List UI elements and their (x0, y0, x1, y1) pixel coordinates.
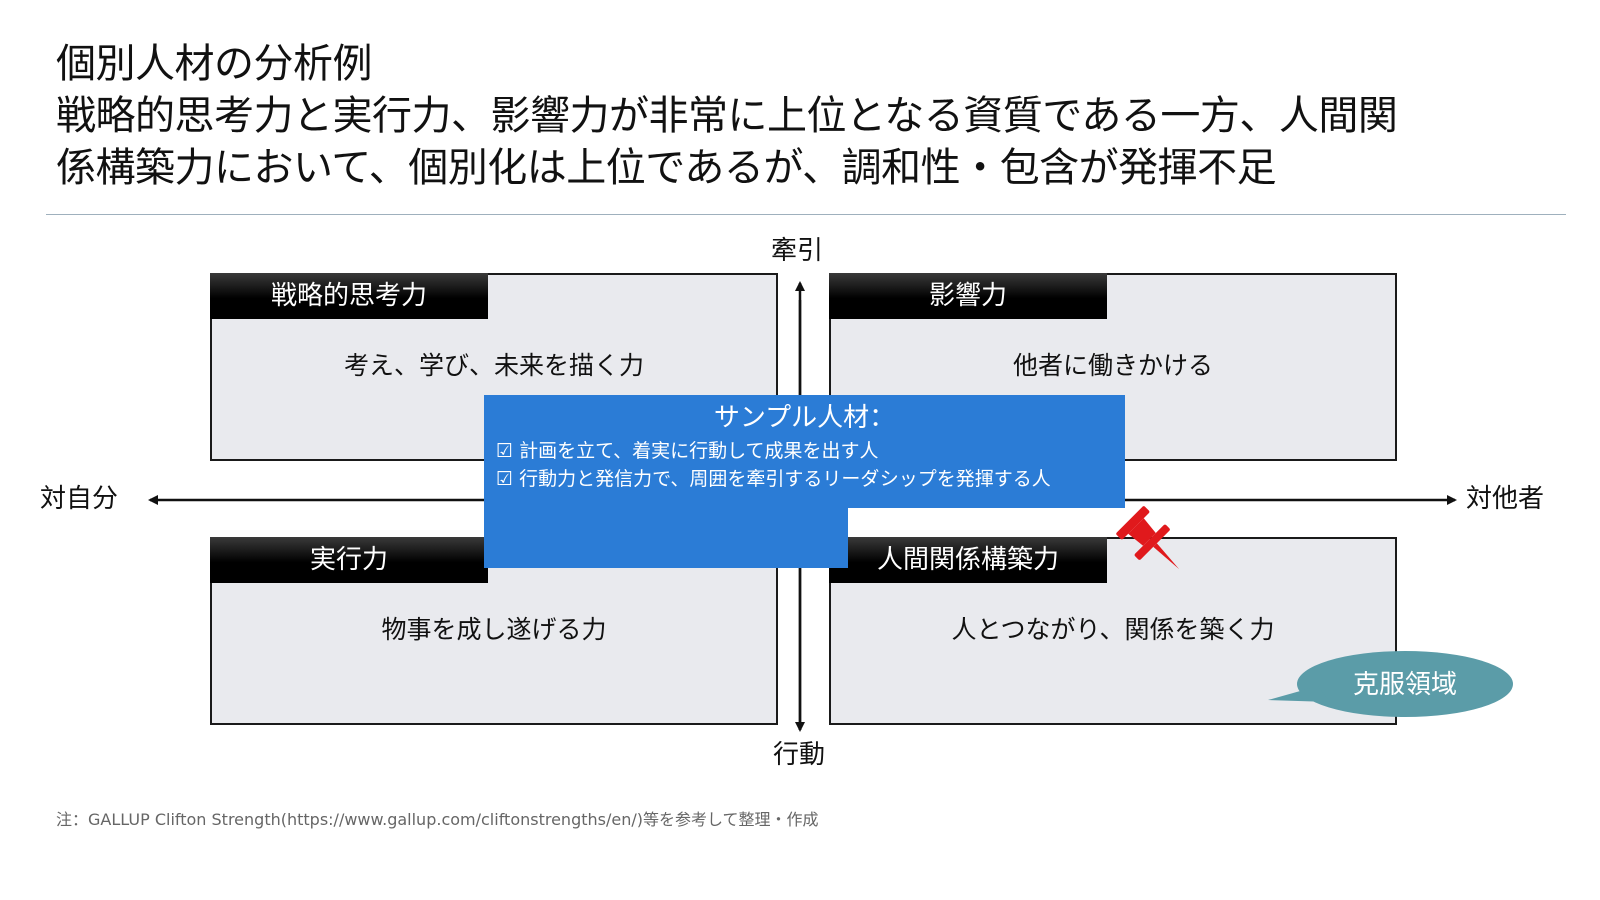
sample-person-box: サンプル人材： ☑ 計画を立て、着実に行動して成果を出す人 ☑ 行動力と発信力で… (484, 395, 1125, 508)
quadrant-heading: 人間関係構築力 (829, 537, 1107, 583)
axis-label-top: 牽引 (771, 236, 824, 266)
axis-label-bottom: 行動 (773, 740, 826, 770)
page-title: 個別人材の分析例 戦略的思考力と実行力、影響力が非常に上位となる資質である一方、… (56, 38, 1556, 194)
quadrant-executing: 実行力 物事を成し遂げる力 (210, 537, 778, 725)
axis-label-left: 対自分 (40, 484, 119, 514)
title-line-2: 戦略的思考力と実行力、影響力が非常に上位となる資質である一方、人間関 (56, 93, 1398, 139)
sample-title: サンプル人材： (713, 403, 896, 433)
callout-label: 克服領域 (1352, 670, 1457, 700)
sample-box-extension (484, 507, 848, 568)
quadrant-heading: 戦略的思考力 (210, 273, 488, 319)
quadrant-description: 考え、学び、未来を描く力 (343, 351, 644, 380)
quadrant-heading: 影響力 (829, 273, 1107, 319)
quadrant-description: 物事を成し遂げる力 (381, 615, 607, 644)
quadrant-heading: 実行力 (210, 537, 488, 583)
title-line-1: 個別人材の分析例 (56, 41, 373, 87)
source-note: 注：GALLUP Clifton Strength(https://www.ga… (56, 810, 819, 829)
sample-item: ☑ 計画を立て、着実に行動して成果を出す人 (496, 440, 879, 462)
quadrant-description: 他者に働きかける (1012, 351, 1213, 380)
axis-label-right: 対他者 (1466, 484, 1545, 514)
quadrant-description: 人とつながり、関係を築く力 (951, 615, 1275, 644)
sample-item: ☑ 行動力と発信力で、周囲を牽引するリーダシップを発揮する人 (496, 468, 1051, 490)
title-line-3: 係構築力において、個別化は上位であるが、調和性・包含が発揮不足 (56, 145, 1277, 191)
title-divider (46, 214, 1566, 215)
